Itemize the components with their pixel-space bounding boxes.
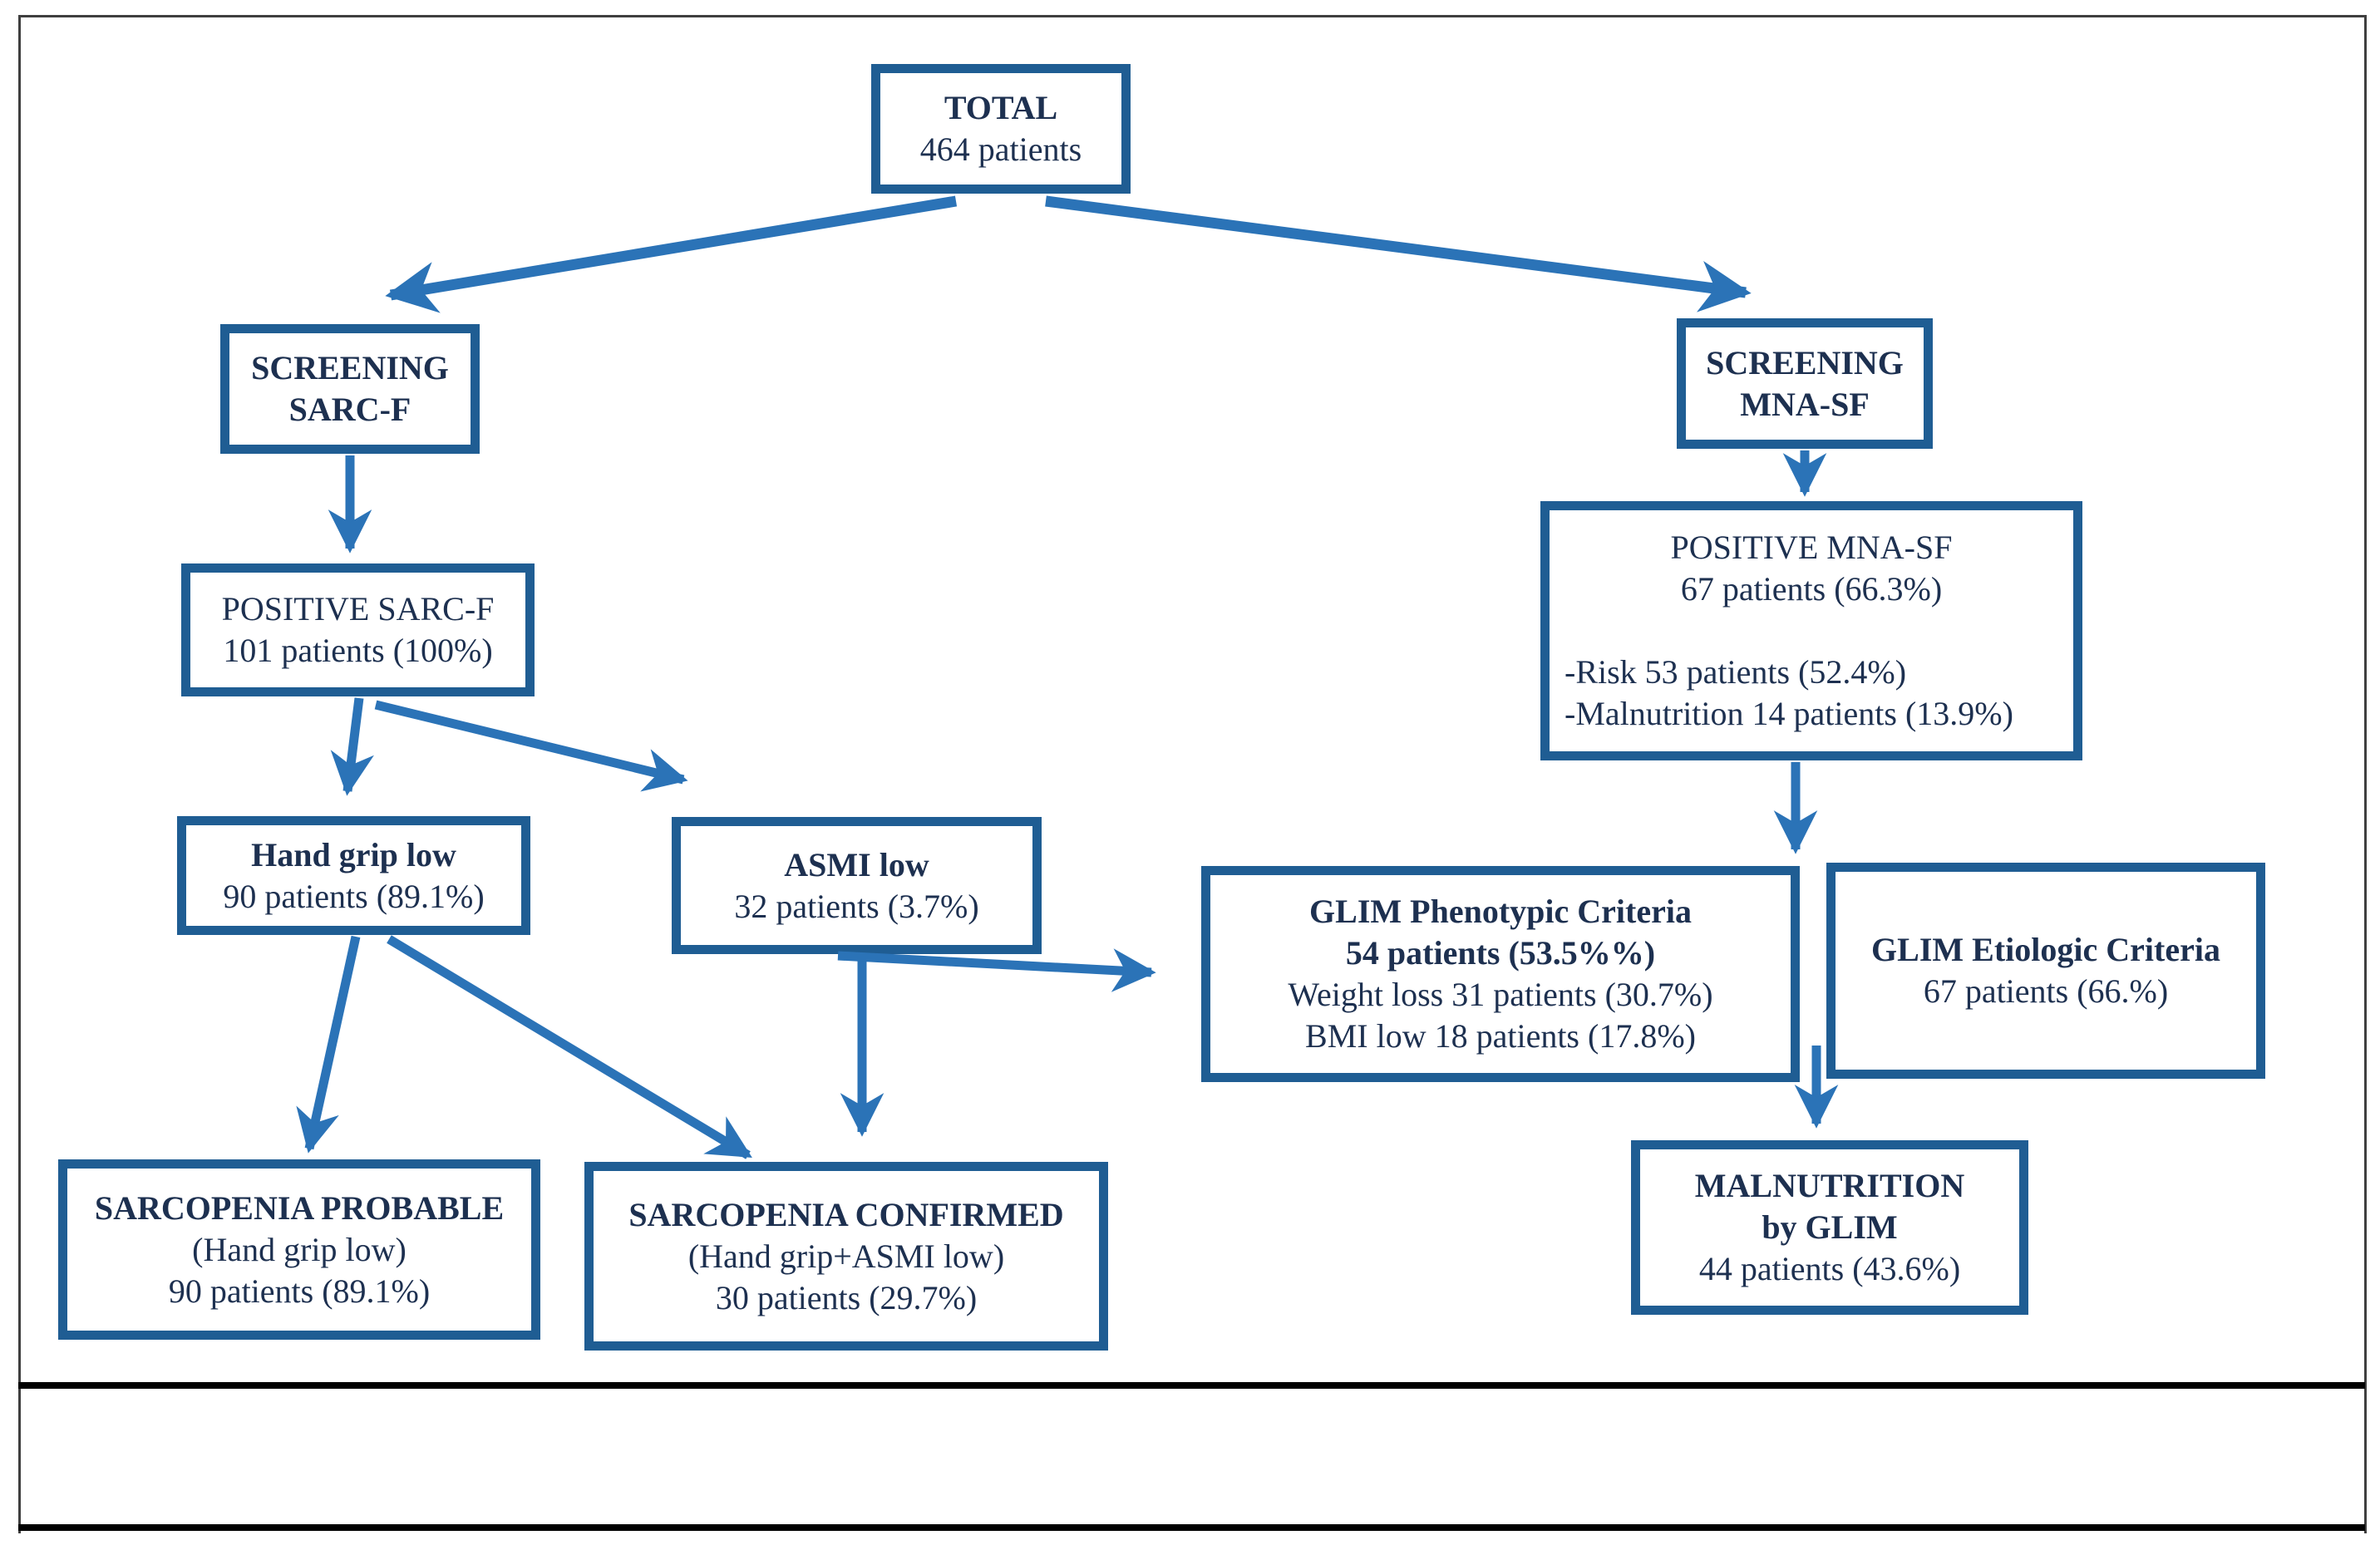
caption-top-rule	[18, 1382, 2365, 1389]
box-handgrip-low: Hand grip low 90 patients (89.1%)	[177, 816, 530, 935]
box-glim-phenotypic-bmi: BMI low 18 patients (17.8%)	[1305, 1017, 1696, 1055]
box-screening-mnasf: SCREENING MNA-SF	[1677, 318, 1933, 449]
box-total-title: TOTAL	[944, 89, 1058, 126]
box-glim-phenotypic-count: 54 patients (53.5%%)	[1345, 934, 1656, 972]
box-screening-sarcf-sub: SARC-F	[288, 391, 411, 428]
box-sarcopenia-probable-title: SARCOPENIA PROBABLE	[94, 1188, 505, 1227]
box-handgrip-low-title: Hand grip low	[251, 835, 456, 873]
box-sarcopenia-confirmed-title: SARCOPENIA CONFIRMED	[628, 1195, 1064, 1233]
box-screening-mnasf-title: SCREENING	[1706, 343, 1904, 381]
box-glim-etiologic: GLIM Etiologic Criteria 67 patients (66.…	[1826, 863, 2265, 1079]
box-positive-sarcf-title: POSITIVE SARC-F	[221, 590, 495, 627]
box-asmi-low-count: 32 patients (3.7%)	[734, 887, 979, 925]
box-sarcopenia-confirmed-count: 30 patients (29.7%)	[715, 1278, 978, 1316]
box-positive-mnasf-title: POSITIVE MNA-SF	[1670, 529, 1953, 566]
box-sarcopenia-probable-criteria: (Hand grip low)	[192, 1230, 407, 1268]
box-asmi-low-title: ASMI low	[784, 845, 929, 883]
box-malnutrition-glim-sub: by GLIM	[1762, 1208, 1898, 1246]
box-glim-phenotypic: GLIM Phenotypic Criteria 54 patients (53…	[1201, 866, 1800, 1082]
box-glim-phenotypic-weightloss: Weight loss 31 patients (30.7%)	[1288, 976, 1713, 1013]
box-screening-sarcf: SCREENING SARC-F	[220, 324, 480, 454]
box-malnutrition-glim-title: MALNUTRITION	[1694, 1167, 1965, 1204]
box-positive-mnasf-risk: -Risk 53 patients (52.4%)	[1564, 653, 1907, 691]
box-positive-mnasf-spacer	[1558, 610, 2065, 652]
box-positive-sarcf-count: 101 patients (100%)	[223, 632, 493, 669]
box-total-count: 464 patients	[919, 130, 1082, 168]
box-sarcopenia-confirmed-criteria: (Hand grip+ASMI low)	[687, 1237, 1005, 1275]
box-positive-mnasf-count: 67 patients (66.3%)	[1680, 570, 1943, 608]
box-sarcopenia-probable: SARCOPENIA PROBABLE (Hand grip low) 90 p…	[58, 1159, 540, 1340]
box-malnutrition-glim: MALNUTRITION by GLIM 44 patients (43.6%)	[1631, 1140, 2028, 1315]
caption-bottom-rule	[18, 1524, 2365, 1531]
box-glim-etiologic-count: 67 patients (66.%)	[1923, 972, 2169, 1010]
box-screening-sarcf-title: SCREENING	[251, 349, 449, 386]
box-positive-sarcf: POSITIVE SARC-F 101 patients (100%)	[181, 563, 535, 696]
box-glim-phenotypic-title: GLIM Phenotypic Criteria	[1309, 893, 1692, 930]
box-glim-etiologic-title: GLIM Etiologic Criteria	[1871, 931, 2220, 968]
box-malnutrition-glim-count: 44 patients (43.6%)	[1698, 1250, 1961, 1287]
box-positive-mnasf-malnutrition: -Malnutrition 14 patients (13.9%)	[1564, 695, 2013, 732]
box-total: TOTAL 464 patients	[871, 64, 1131, 194]
box-sarcopenia-probable-count: 90 patients (89.1%)	[168, 1272, 431, 1310]
box-handgrip-low-count: 90 patients (89.1%)	[223, 877, 485, 915]
box-positive-mnasf: POSITIVE MNA-SF 67 patients (66.3%) -Ris…	[1540, 501, 2082, 760]
box-screening-mnasf-sub: MNA-SF	[1740, 385, 1870, 423]
box-asmi-low: ASMI low 32 patients (3.7%)	[672, 817, 1042, 954]
box-sarcopenia-confirmed: SARCOPENIA CONFIRMED (Hand grip+ASMI low…	[584, 1162, 1108, 1351]
